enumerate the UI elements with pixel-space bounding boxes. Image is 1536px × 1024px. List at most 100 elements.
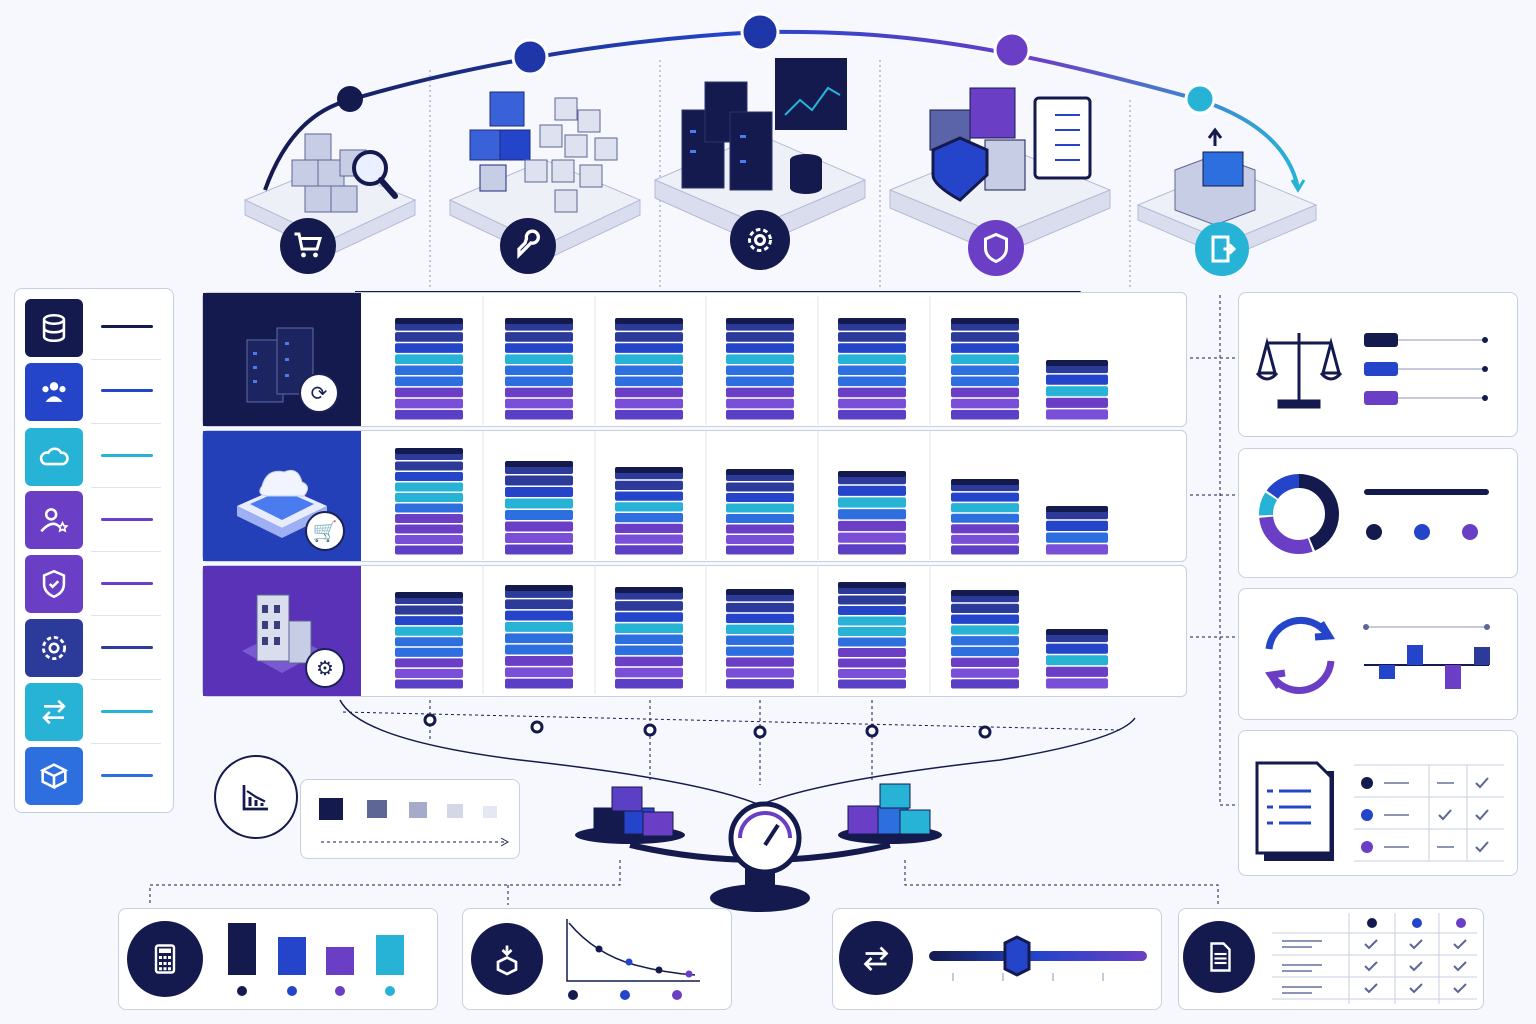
sync-icon[interactable]: ⟳	[299, 373, 339, 413]
stack-slab	[395, 461, 463, 471]
stack-slab	[615, 502, 683, 512]
stack-slab	[395, 365, 463, 376]
swap-arrows-icon[interactable]	[839, 921, 913, 995]
stack-slab	[615, 523, 683, 533]
building-row: ⚙	[202, 565, 1187, 697]
stack-slab	[615, 667, 683, 678]
stack-slab	[505, 376, 573, 387]
stack-slab	[505, 409, 573, 420]
stack-cap	[1046, 360, 1108, 366]
arrows-exchange-icon[interactable]	[25, 683, 83, 741]
users-icon[interactable]	[25, 363, 83, 421]
exit-door-icon[interactable]	[1195, 222, 1249, 276]
stack-slab	[838, 509, 906, 520]
stack-slab	[505, 656, 573, 666]
stack-cap	[615, 467, 683, 473]
stack-slab	[838, 343, 906, 353]
database-icon[interactable]	[25, 299, 83, 357]
stack-slab	[838, 398, 906, 409]
cart-icon[interactable]	[280, 218, 336, 274]
balance-panel	[1238, 292, 1518, 437]
stack-slab	[615, 634, 683, 645]
balance-slider[interactable]	[923, 909, 1158, 1009]
gear-icon[interactable]	[730, 210, 790, 270]
stack-slab	[615, 387, 683, 398]
server-stack	[395, 318, 463, 420]
row-head-cloud: 🛒	[203, 431, 361, 561]
stack-slab	[1046, 544, 1108, 555]
stack-slab	[951, 343, 1019, 353]
stack-slab	[726, 343, 794, 353]
stack-slab	[838, 365, 906, 376]
report-document-icon[interactable]	[1183, 921, 1255, 993]
stack-slab	[505, 387, 573, 398]
stack-slab	[838, 497, 906, 508]
stack-slab	[951, 332, 1019, 342]
stack-cap	[838, 471, 906, 477]
cost-panel	[118, 908, 438, 1010]
stack-slab	[726, 602, 794, 613]
stack-slab	[726, 679, 794, 689]
stack-slab	[395, 658, 463, 668]
stack-slab	[395, 354, 463, 364]
download-box-icon[interactable]	[471, 923, 543, 995]
gear-icon[interactable]: ⚙	[305, 648, 345, 688]
stack-slab	[838, 485, 906, 496]
stack-slab	[838, 637, 906, 647]
stack-slab	[505, 521, 573, 532]
stack-slab	[951, 524, 1019, 534]
stack-cap	[951, 318, 1019, 324]
server-stack	[838, 471, 906, 555]
stack-slab	[395, 472, 463, 481]
server-stack	[615, 587, 683, 689]
cart-icon[interactable]: 🛒	[305, 511, 345, 551]
shield-check-icon[interactable]	[25, 555, 83, 613]
stack-slab	[615, 612, 683, 622]
stack-cap	[951, 590, 1019, 596]
stack-slab	[951, 625, 1019, 635]
stack-slab	[726, 524, 794, 534]
shield-icon[interactable]	[968, 220, 1024, 276]
wrench-icon[interactable]	[500, 218, 556, 274]
stack-slab	[838, 520, 906, 532]
donut-chart-icon	[1259, 474, 1339, 554]
stack-slab	[505, 667, 573, 678]
platform-inventory	[243, 133, 417, 256]
stack-slab	[505, 498, 573, 509]
user-star-icon[interactable]	[25, 491, 83, 549]
stack-slab	[838, 354, 906, 364]
cloud-icon[interactable]	[25, 428, 83, 486]
stack-slab	[505, 533, 573, 543]
stack-slab	[726, 624, 794, 635]
stack-slab	[505, 544, 573, 555]
stack-slab	[395, 409, 463, 420]
box-icon[interactable]	[25, 747, 83, 805]
refresh-cycle-icon	[1265, 616, 1336, 694]
server-stack	[505, 585, 573, 689]
stack-slab	[615, 678, 683, 689]
stack-slab	[395, 343, 463, 353]
cloud-row: 🛒	[202, 430, 1187, 562]
stack-cap	[726, 318, 794, 324]
decay-cubes-panel	[300, 779, 520, 859]
donut-panel	[1238, 448, 1518, 578]
stack-slab	[726, 398, 794, 409]
stack-slab	[395, 332, 463, 342]
calculator-icon[interactable]	[127, 921, 203, 997]
stack-slab	[951, 679, 1019, 689]
stack-cap	[505, 461, 573, 467]
office-building-icon	[242, 594, 322, 673]
stack-cap	[1046, 506, 1108, 512]
server-stack	[1046, 629, 1108, 689]
cost-bars	[228, 923, 404, 996]
stack-slab	[838, 332, 906, 342]
decay-curve-panel	[462, 908, 732, 1010]
stack-slab	[838, 669, 906, 678]
stack-slab	[1046, 409, 1108, 420]
gear-icon[interactable]	[25, 619, 83, 677]
stack-slab	[395, 514, 463, 523]
trend-down-icon[interactable]	[214, 755, 298, 839]
stack-slab	[726, 354, 794, 364]
